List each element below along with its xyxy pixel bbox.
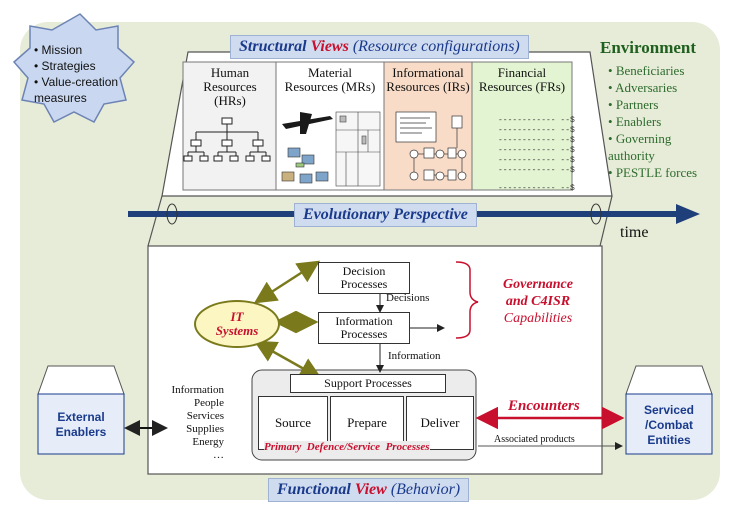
mission-item: Mission	[34, 42, 134, 58]
view-label: View	[354, 481, 387, 498]
environment-item: PESTLE forces	[608, 164, 720, 181]
serviced-entities-label: Serviced /Combat Entities	[643, 403, 695, 447]
decision-processes-box: Decision Processes	[318, 262, 410, 294]
decisions-label: Decisions	[386, 292, 430, 304]
serviced-entities-shape	[625, 365, 713, 455]
column-title-mr: Material Resources (MRs)	[284, 65, 376, 94]
structural-label: Structural	[239, 38, 307, 55]
column-fr-bg	[471, 61, 573, 191]
functional-view-badge: Functional View (Behavior)	[268, 478, 470, 502]
governance-bracket	[455, 261, 479, 339]
information-label: Information	[388, 350, 441, 362]
mission-item: Strategies	[34, 58, 134, 74]
environment-item: Beneficiaries	[608, 62, 720, 79]
column-title-ir: Informational Resources (IRs)	[386, 65, 470, 94]
input-item: Energy	[192, 436, 224, 448]
column-title-fr: Financial Resources (FRs)	[478, 65, 566, 94]
time-label: time	[620, 224, 649, 241]
evolutionary-perspective-badge: Evolutionary Perspective	[294, 203, 477, 227]
time-arrowhead	[676, 204, 700, 224]
mission-list: Mission Strategies Value-creation measur…	[34, 42, 134, 106]
environment-item: Partners	[608, 96, 720, 113]
it-systems-label: IT Systems	[215, 309, 259, 338]
information-processes-box: Information Processes	[318, 312, 410, 344]
data-model-icon	[395, 111, 467, 181]
financial-ledger: ------------ --$ ------------ --$ ------…	[498, 116, 575, 194]
input-item: Information	[171, 384, 224, 396]
functional-label: Functional	[277, 481, 351, 498]
ledger-line: ------------ --$	[498, 146, 575, 155]
input-item: People	[194, 397, 224, 409]
external-enablers-shape	[37, 365, 125, 455]
ledger-line: ------------ --$	[498, 116, 575, 125]
primary-processes-caption: Primary Defence/Service Processes	[264, 441, 430, 453]
governance-text: Governance and C4ISR Capabilities	[488, 276, 588, 327]
ledger-line: ------------ --$	[498, 166, 575, 175]
support-processes-box: Support Processes	[290, 374, 446, 393]
ledger-line: ------------ --$	[498, 184, 575, 193]
structural-views-badge: Structural Views (Resource configuration…	[230, 35, 529, 59]
computers-icon	[281, 147, 329, 184]
environment-list: Beneficiaries Adversaries Partners Enabl…	[608, 62, 720, 181]
input-item: Services	[186, 410, 224, 422]
inputs-list: Information People Services Supplies Ene…	[162, 384, 224, 462]
environment-item: Enablers	[608, 113, 720, 130]
encounters-label: Encounters	[508, 398, 580, 414]
views-label: Views	[310, 38, 349, 55]
governance-line: and C4ISR	[505, 294, 571, 309]
behavior-label: (Behavior)	[390, 481, 461, 498]
aircraft-icon	[282, 112, 333, 134]
evolutionary-label: Evolutionary Perspective	[303, 206, 468, 223]
input-item: …	[213, 449, 224, 461]
org-chart-icon	[183, 117, 271, 162]
environment-item: Governing authority	[608, 130, 720, 164]
it-systems-node: IT Systems	[194, 300, 280, 348]
governance-line: Capabilities	[503, 311, 573, 326]
external-enablers-label: External Enablers	[55, 410, 107, 439]
column-title-hr: Human Resources (HRs)	[203, 65, 257, 108]
associated-products-label: Associated products	[494, 434, 575, 445]
environment-item: Adversaries	[608, 79, 720, 96]
ledger-line: ------------ --$	[498, 156, 575, 165]
mission-item: Value-creation measures	[34, 74, 134, 106]
governance-line: Governance	[503, 277, 573, 292]
floor-plan-icon	[335, 111, 381, 187]
environment-title: Environment	[600, 38, 697, 57]
ledger-line: ------------ --$	[498, 126, 575, 135]
resource-config-label: (Resource configurations)	[352, 38, 520, 55]
input-item: Supplies	[186, 423, 224, 435]
ledger-line: ------------ --$	[498, 136, 575, 145]
